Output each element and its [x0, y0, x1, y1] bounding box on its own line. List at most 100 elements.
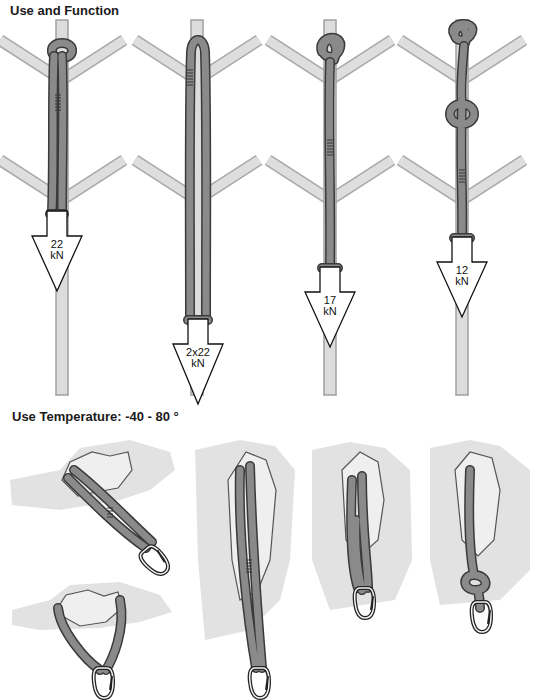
sling-edge [58, 600, 121, 670]
rock-slings [58, 466, 491, 698]
sling [240, 466, 262, 668]
load-value: 2x22 kN [186, 347, 210, 369]
rock-background [312, 442, 412, 610]
branch-edge [268, 160, 330, 200]
branch [400, 40, 462, 80]
stitching [246, 566, 252, 567]
sling [450, 46, 474, 236]
stitching [327, 149, 333, 150]
load-arrow: 12 kN [436, 236, 488, 318]
note: Use Temperature: -40 - 80 ° [12, 409, 179, 424]
stitching [107, 517, 113, 518]
stitching [246, 560, 252, 561]
sling-edge [240, 466, 262, 668]
stitching [327, 152, 333, 153]
sling [326, 62, 334, 266]
carabiner-body [250, 668, 269, 698]
carabiner [250, 668, 269, 698]
carabiner-gate [371, 596, 373, 610]
rock-outline [455, 452, 500, 556]
stitching [187, 76, 193, 77]
sling-edge [351, 476, 368, 590]
carabiner-highlight [472, 602, 491, 632]
slings [50, 24, 474, 320]
arrow-outline [32, 211, 82, 291]
sling-edge [450, 46, 474, 236]
carabiner-highlight [355, 588, 374, 618]
load-arrow: 17 kN [304, 266, 356, 348]
arrow-outline [305, 267, 355, 347]
carabiner-highlight [94, 668, 113, 698]
carabiner-gate [156, 550, 167, 562]
load-value: 12 kN [455, 265, 468, 287]
carabiner-highlight [138, 543, 172, 578]
stitching [246, 569, 252, 570]
stitching [187, 85, 193, 86]
stitching [55, 107, 61, 108]
carabiner [94, 668, 113, 698]
stitching [187, 73, 193, 74]
stitching [327, 146, 333, 147]
stitching [459, 173, 465, 174]
stitching [55, 110, 61, 111]
branch-edge [462, 160, 524, 200]
stitching [55, 98, 61, 99]
stitching [246, 572, 252, 573]
stitching [187, 79, 193, 80]
branch-edge [400, 160, 462, 200]
sling [52, 56, 63, 212]
load-value: 17 kN [323, 295, 336, 317]
stitching [459, 170, 465, 171]
stitching [55, 95, 61, 96]
stitching [459, 176, 465, 177]
stitching [327, 155, 333, 156]
stitching [459, 179, 465, 180]
branch [462, 40, 524, 80]
sling-edge [324, 62, 335, 266]
branch-edge [462, 40, 524, 80]
stitching [187, 70, 193, 71]
load-value: 22 kN [50, 239, 63, 261]
carabiner-gate [266, 676, 268, 690]
carabiner-body [94, 668, 113, 698]
stitching [107, 511, 113, 512]
branch [462, 160, 524, 200]
carabiner-body [355, 588, 374, 618]
branch [330, 160, 392, 200]
branch [62, 160, 124, 200]
rock-background [12, 582, 172, 630]
stitching [246, 563, 252, 564]
carabiner-gate [110, 676, 112, 690]
sling [465, 470, 485, 608]
carabiner-gate [488, 610, 490, 624]
sling-edge [52, 56, 63, 212]
sling-edge [68, 470, 152, 548]
stitching [55, 101, 61, 102]
carabiner-body [138, 543, 172, 578]
carabiner [472, 602, 491, 632]
sling-knot-edge [321, 38, 340, 60]
rocks [10, 440, 530, 640]
arrow-outline [437, 237, 487, 317]
sling [58, 600, 121, 670]
stitching [107, 508, 113, 509]
poles [0, 20, 524, 395]
carabiner [138, 543, 172, 578]
stitching [55, 104, 61, 105]
branch-edge [400, 40, 462, 80]
load-arrow: 22 kN [31, 210, 83, 292]
section-title: Use and Function [10, 3, 119, 18]
load-arrow: 2x22 kN [172, 318, 224, 405]
stitching [327, 140, 333, 141]
stitching [107, 514, 113, 515]
stitching [187, 82, 193, 83]
stitching [459, 182, 465, 183]
sling [68, 470, 152, 548]
sling-edge [465, 470, 485, 608]
sling-knot [321, 38, 340, 60]
branch-edge [62, 160, 124, 200]
arrow-outline [173, 319, 223, 404]
sling [351, 476, 368, 590]
